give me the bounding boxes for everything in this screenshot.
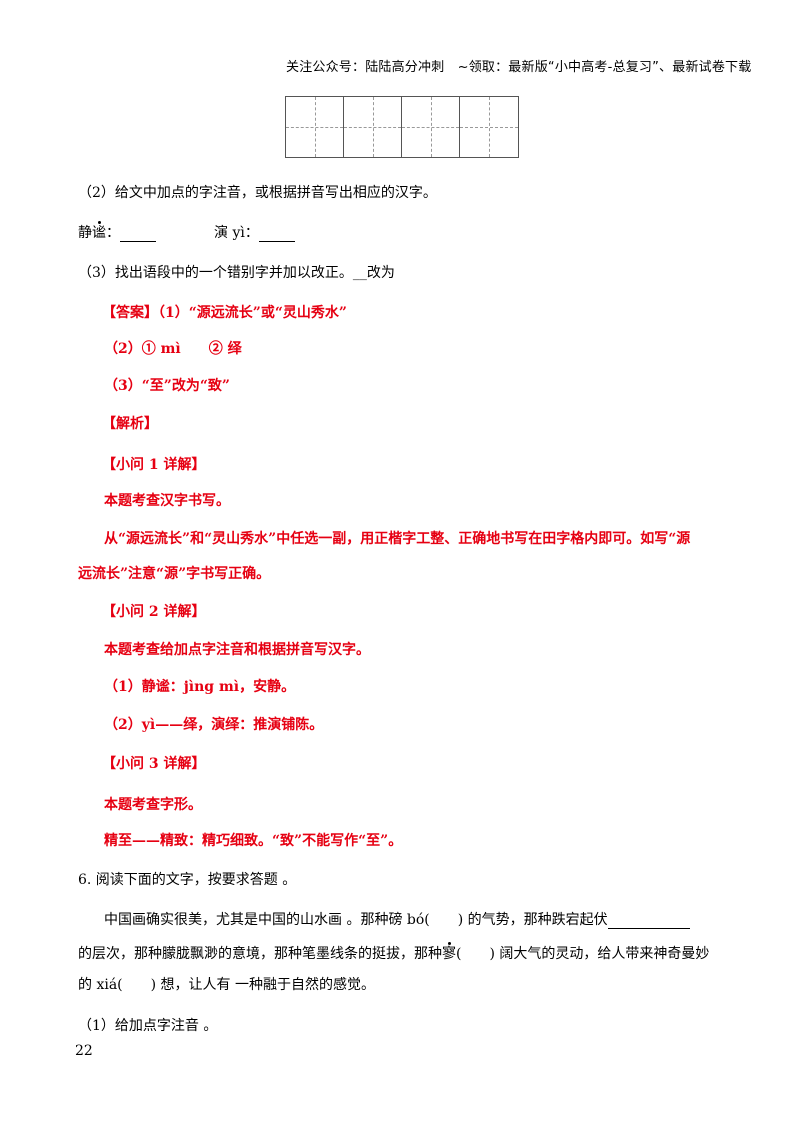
q2-item1: 静谧： [78, 222, 156, 242]
answer-line-2: （2）① mì ② 绎 [104, 341, 242, 357]
q6-passage-text-2b: ( ) 阔大气的灵动，给人带来神奇曼妙 [456, 946, 710, 962]
q2-item2-label: 演 yì： [214, 225, 259, 241]
page-number: 22 [75, 1043, 93, 1059]
grid-cell [460, 97, 518, 157]
sub1-line-1: 本题考查汉字书写。 [104, 493, 230, 509]
q6-passage-blank[interactable] [607, 914, 690, 929]
sub1-heading: 【小问 1 详解】 [102, 457, 206, 473]
q6-sub1: （1）给加点字注音 。 [78, 1018, 218, 1034]
sub1-line-2a: 从“源远流长”和“灵山秀水”中任选一副，用正楷字工整、正确地书写在田字格内即可。… [104, 531, 691, 547]
page-header: 关注公众号：陆陆高分冲刺 ~领取：最新版“小中高考-总复习”、最新试卷下载 [286, 60, 752, 75]
sub3-line-1: 本题考查字形。 [104, 797, 202, 813]
q2-item1-dotted-char: 谧 [92, 225, 106, 241]
grid-cell [344, 97, 402, 157]
q2-item1-char1: 静 [78, 225, 92, 241]
sub1-line-2b: 远流长”注意“源”字书写正确。 [78, 566, 271, 582]
q3-title: （3）找出语段中的一个错别字并加以改正。__改为 [78, 265, 395, 281]
q2-item2: 演 yì： [214, 222, 295, 242]
grid-cell [286, 97, 344, 157]
q6-passage-line-2: 的层次，那种朦胧飘渺的意境，那种笔墨线条的挺拔，那种寥( ) 阔大气的灵动，给人… [78, 943, 709, 963]
q2-title: （2）给文中加点的字注音，或根据拼音写出相应的汉字。 [78, 185, 437, 201]
sub3-line-2: 精至——精致：精巧细致。“致”不能写作“至”。 [104, 833, 403, 849]
grid-cell [402, 97, 460, 157]
sub2-line-3: （2）yì——绎，演绎：推演铺陈。 [104, 717, 324, 733]
q6-passage-line-1: 中国画确实很美，尤其是中国的山水画 。那种磅 bó( ) 的气势，那种跌宕起伏 [104, 909, 690, 929]
sub2-line-1: 本题考查给加点字注音和根据拼音写汉字。 [104, 642, 370, 658]
q6-passage-line-3: 的 xiá( ) 想，让人有 一种融于自然的感觉。 [78, 977, 375, 993]
sub2-line-2: （1）静谧：jìng mì，安静。 [104, 679, 296, 695]
q6-passage-text-1: 中国画确实很美，尤其是中国的山水画 。那种磅 bó( ) 的气势，那种跌宕起伏 [104, 912, 608, 928]
sub2-heading: 【小问 2 详解】 [102, 604, 206, 620]
sub3-heading: 【小问 3 详解】 [102, 756, 206, 772]
q6-title: 6. 阅读下面的文字，按要求答题 。 [78, 872, 297, 888]
q2-item1-colon: ： [106, 225, 120, 241]
answer-line-1: 【答案】（1）“源远流长”或“灵山秀水” [102, 305, 347, 321]
q2-item2-blank[interactable] [258, 227, 295, 242]
q6-passage-text-2a: 的层次，那种朦胧飘渺的意境，那种笔墨线条的挺拔，那种 [78, 946, 442, 962]
answer-line-3: （3）“至”改为“致” [104, 378, 230, 394]
q2-item1-blank[interactable] [120, 227, 156, 242]
q6-dotted-char: 寥 [442, 946, 456, 962]
tianzi-grid [285, 96, 519, 158]
analysis-heading: 【解析】 [102, 416, 158, 432]
